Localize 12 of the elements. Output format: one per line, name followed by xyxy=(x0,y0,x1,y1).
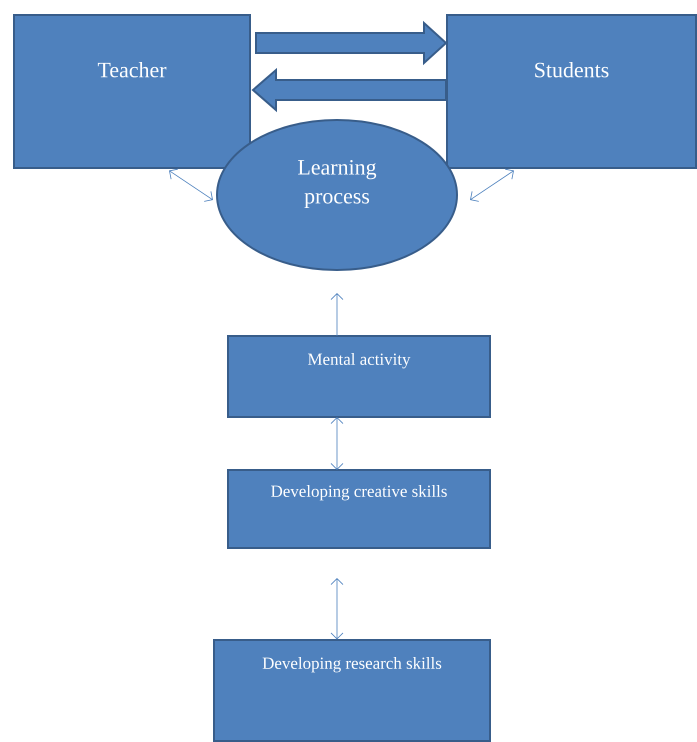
arrow xyxy=(330,293,344,336)
arrow xyxy=(470,168,514,202)
arrow xyxy=(169,168,213,202)
arrow xyxy=(330,417,344,470)
process-box: Students xyxy=(446,14,697,169)
block-arrow xyxy=(251,68,447,112)
arrow xyxy=(330,578,344,640)
block-arrow xyxy=(255,20,448,66)
process-box: Developing research skills xyxy=(213,639,491,742)
process-box: Mental activity xyxy=(227,335,491,418)
process-box: Developing creative skills xyxy=(227,469,491,549)
process-box: Teacher xyxy=(13,14,251,169)
